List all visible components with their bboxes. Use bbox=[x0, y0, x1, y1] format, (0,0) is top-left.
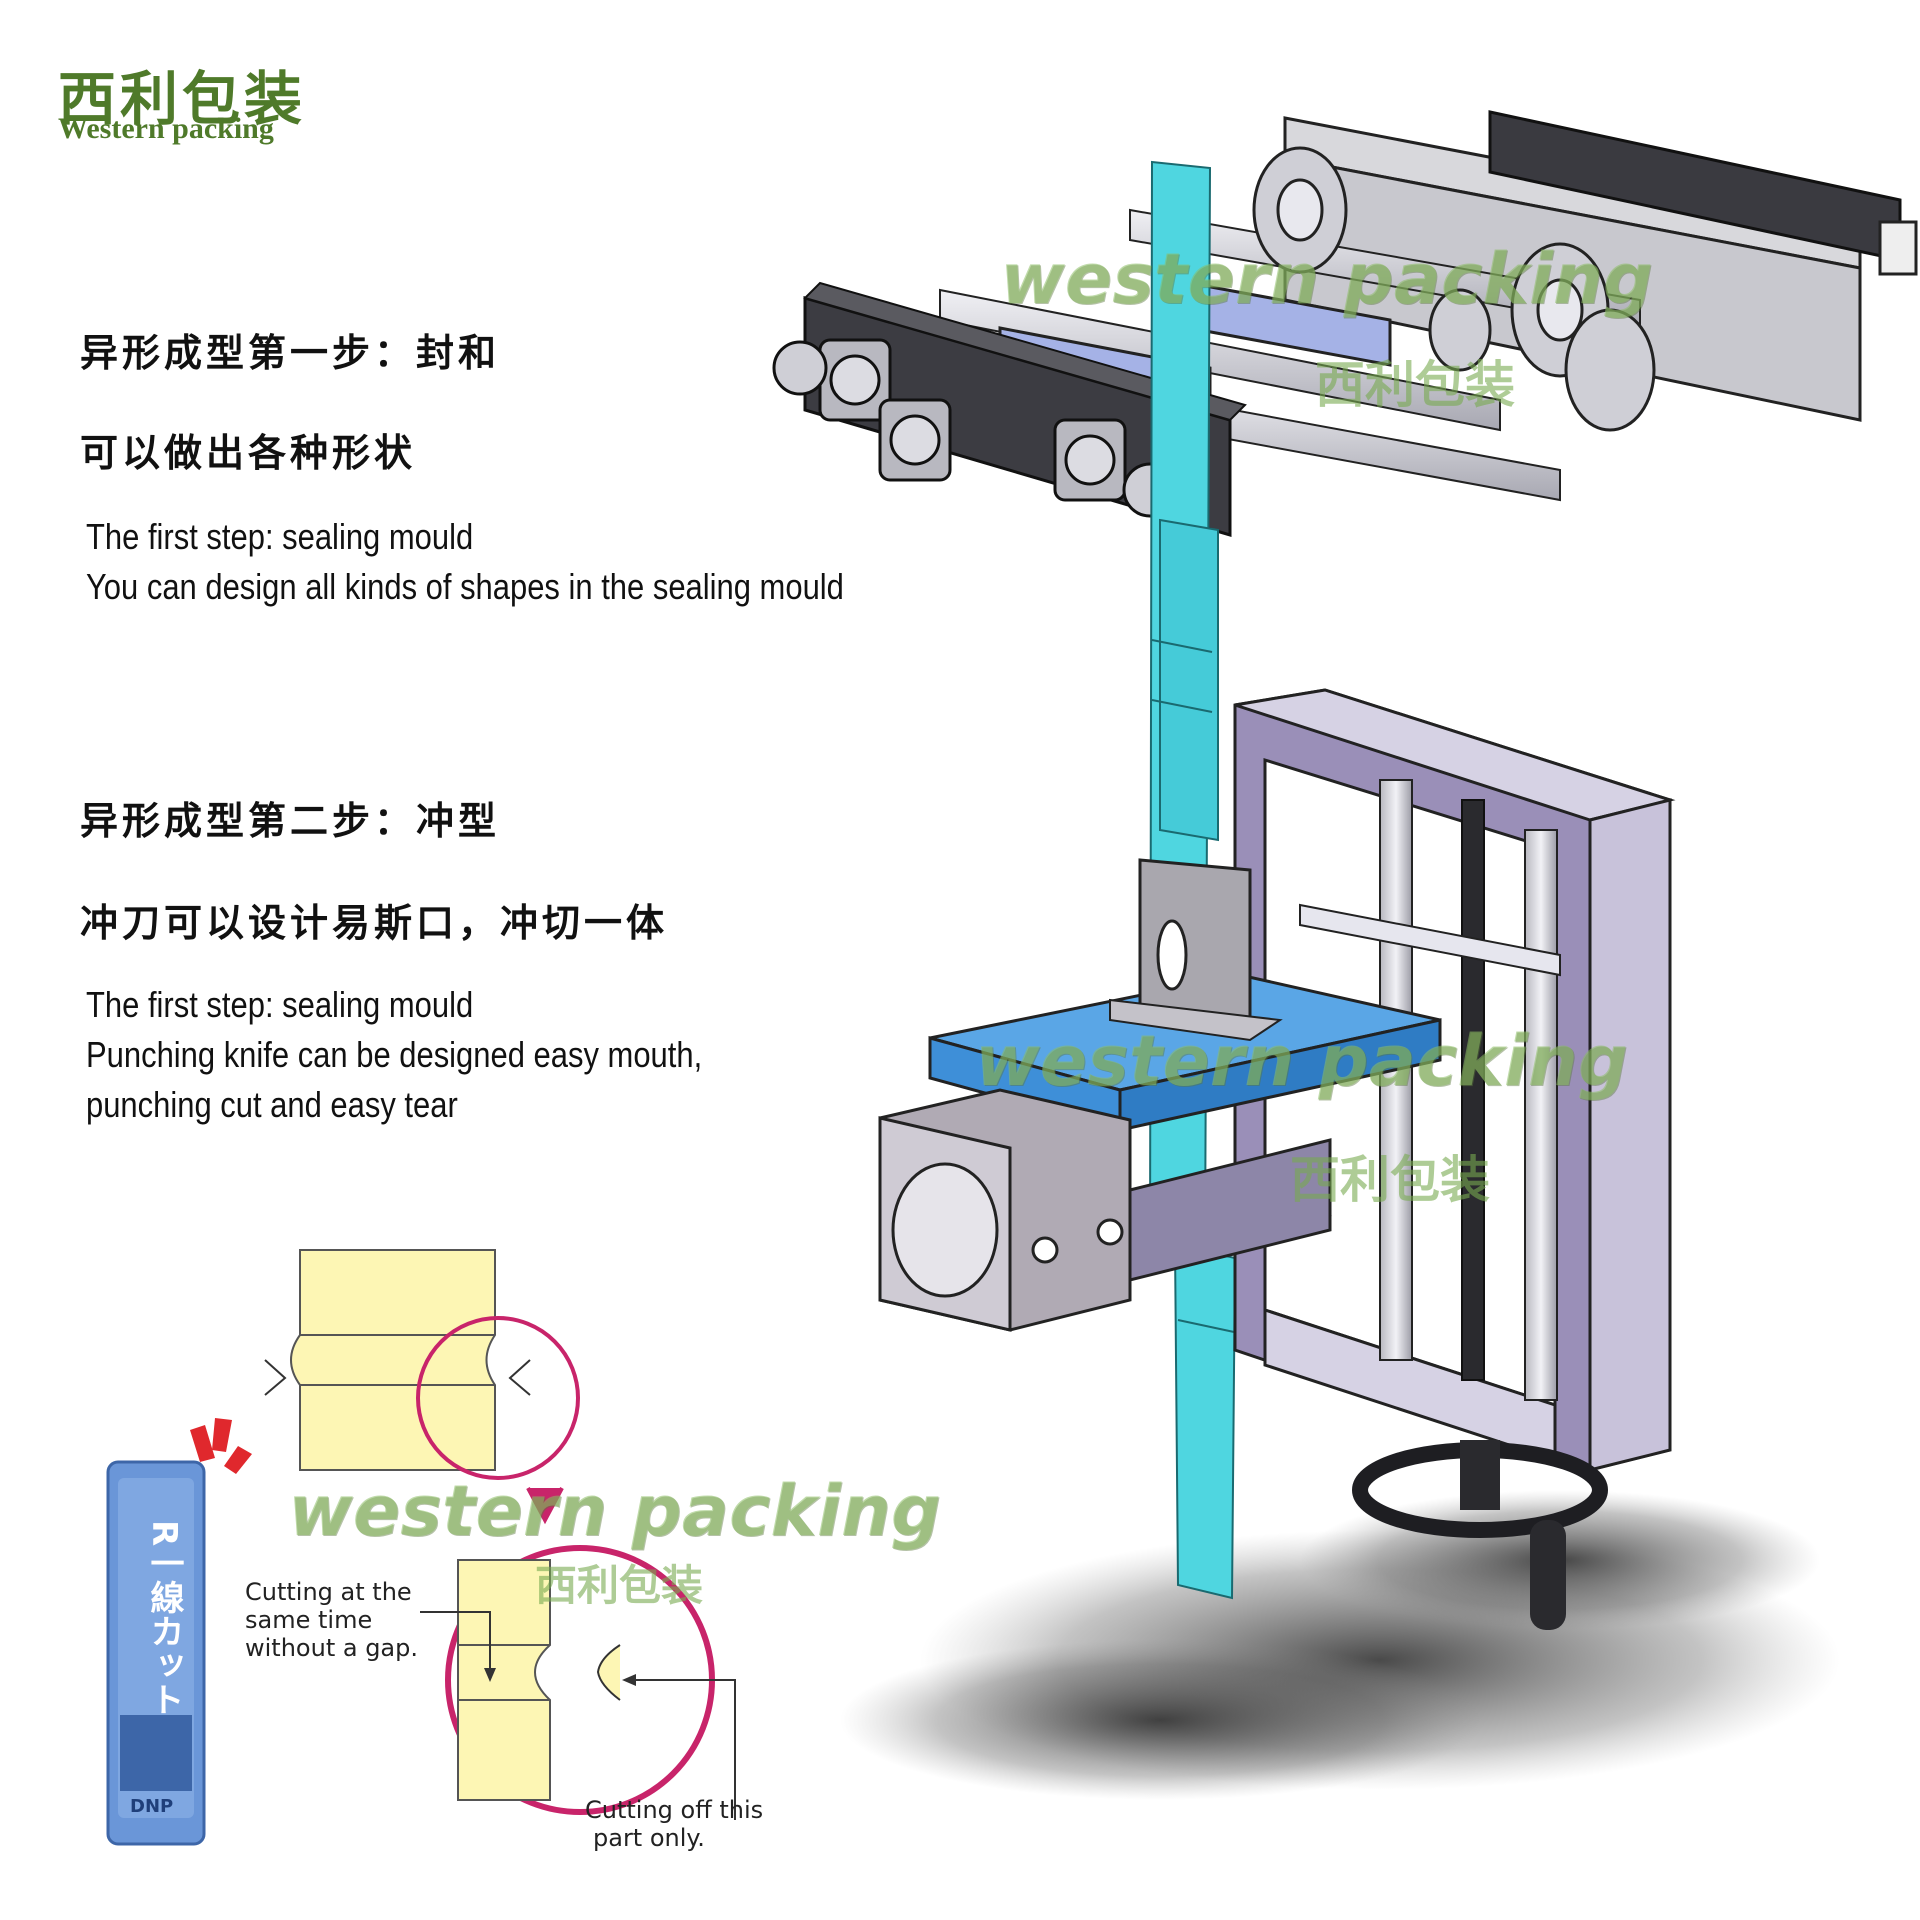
step2-en-line1: The first step: sealing mould bbox=[86, 984, 474, 1025]
watermark-chinese-top: 西利包装 bbox=[1315, 355, 1515, 414]
step1-subtitle: 可以做出各种形状 bbox=[80, 431, 417, 475]
step1-description: The first step: sealing mould You can de… bbox=[86, 512, 844, 612]
watermark-english-bottom: western packing bbox=[288, 1470, 941, 1552]
logo-chinese: 西利包装 bbox=[58, 65, 307, 133]
note-cutting-off-part: Cutting off this part only. bbox=[585, 1796, 763, 1852]
step1-en-line2: You can design all kinds of shapes in th… bbox=[86, 566, 844, 607]
watermark-english-top: western packing bbox=[1000, 238, 1653, 320]
logo-english: Western packing bbox=[58, 112, 274, 145]
note-cutting-same-time: Cutting at the same time without a gap. bbox=[245, 1578, 418, 1662]
note2-line1: Cutting off this bbox=[585, 1796, 764, 1824]
step1-title: 异形成型第一步：封和 bbox=[80, 331, 501, 375]
packet-image bbox=[106, 1460, 206, 1846]
step2-subtitle: 冲刀可以设计易斯口，冲切一体 bbox=[80, 901, 669, 945]
note1-line3: without a gap. bbox=[245, 1634, 418, 1662]
tear-marks bbox=[190, 1418, 252, 1474]
step2-en-line3: punching cut and easy tear bbox=[86, 1084, 458, 1125]
step2-description: The first step: sealing mould Punching k… bbox=[86, 980, 702, 1130]
punching-unit bbox=[1233, 688, 1676, 1630]
note2-line2: part only. bbox=[593, 1824, 705, 1852]
punch-cylinder bbox=[878, 1088, 1332, 1332]
watermark-chinese-middle: 西利包装 bbox=[1290, 1150, 1490, 1209]
watermark-english-middle: western packing bbox=[975, 1020, 1628, 1102]
step1-en-line1: The first step: sealing mould bbox=[86, 516, 474, 557]
step2-title: 异形成型第二步：冲型 bbox=[80, 799, 501, 843]
pouch-diagram bbox=[264, 1249, 736, 1820]
watermark-chinese-bottom: 西利包装 bbox=[535, 1561, 704, 1610]
packet-brand: DNP bbox=[130, 1796, 174, 1817]
note1-line2: same time bbox=[245, 1606, 373, 1634]
sealing-unit bbox=[772, 110, 1918, 538]
step2-en-line2: Punching knife can be designed easy mout… bbox=[86, 1034, 703, 1075]
note1-line1: Cutting at the bbox=[245, 1578, 412, 1606]
packet-label: R一線カット bbox=[144, 1520, 184, 1717]
floor-shadow bbox=[840, 1490, 1840, 1800]
